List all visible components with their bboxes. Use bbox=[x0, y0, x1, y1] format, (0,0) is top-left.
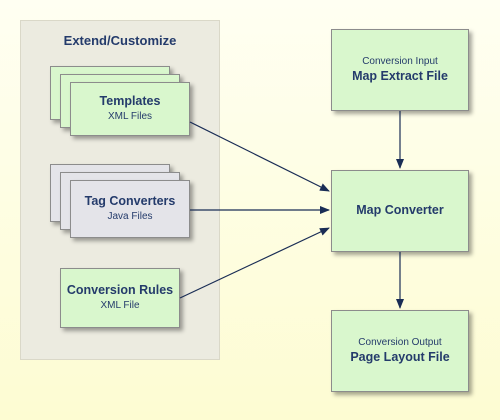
arrow-conversion-rules-to-converter bbox=[179, 227, 330, 299]
map-converter-title: Map Converter bbox=[356, 203, 444, 218]
conversion-rules-title: Conversion Rules bbox=[66, 283, 174, 298]
panel-title: Extend/Customize bbox=[63, 33, 177, 48]
tag-converters-subtitle: Java Files bbox=[107, 211, 153, 223]
conversion-output-caption: Conversion Output bbox=[358, 337, 442, 349]
conversion-input-title: Map Extract File bbox=[352, 68, 448, 83]
conversion-output-box[interactable]: Conversion Output Page Layout File bbox=[331, 310, 469, 392]
conversion-output-title: Page Layout File bbox=[350, 349, 450, 364]
tag-converters-title: Tag Converters bbox=[84, 194, 176, 209]
conversion-input-box[interactable]: Conversion Input Map Extract File bbox=[331, 29, 469, 111]
templates-subtitle: XML Files bbox=[107, 111, 153, 123]
conversion-input-caption: Conversion Input bbox=[362, 56, 438, 68]
map-converter-box[interactable]: Map Converter bbox=[331, 170, 469, 252]
templates-box[interactable]: Templates XML Files bbox=[70, 82, 190, 136]
conversion-rules-subtitle: XML File bbox=[100, 300, 140, 312]
tag-converters-box[interactable]: Tag Converters Java Files bbox=[70, 180, 190, 238]
templates-title: Templates bbox=[99, 94, 161, 109]
arrow-templates-to-converter bbox=[189, 121, 330, 192]
conversion-rules-box[interactable]: Conversion Rules XML File bbox=[60, 268, 180, 328]
